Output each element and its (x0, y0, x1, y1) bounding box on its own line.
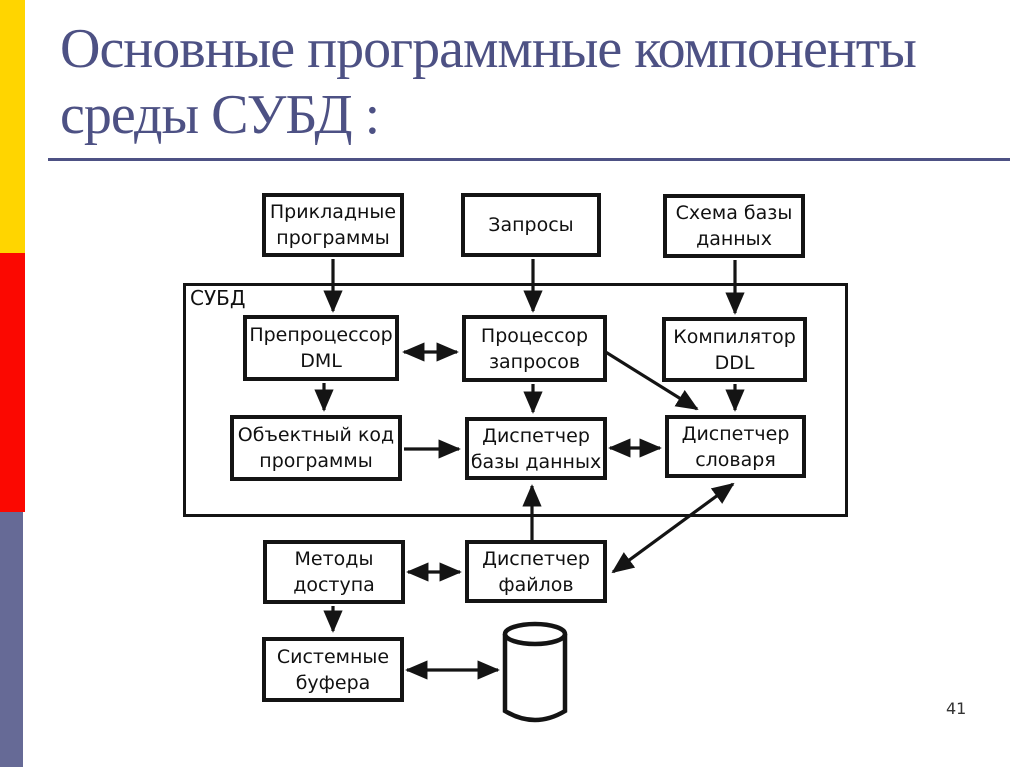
node-label: Диспетчер (681, 422, 790, 445)
node-app-programs: Прикладные программы (262, 193, 404, 257)
node-dictionary-manager: Диспетчер словаря (665, 415, 806, 478)
node-label: Процессор (480, 324, 589, 347)
dbms-container-box (183, 283, 848, 517)
node-label: Объектный код (237, 424, 395, 446)
node-label: DDL (714, 351, 755, 374)
node-dml-preprocessor: Препроцессор DML (243, 315, 399, 381)
accent-bar-purple (0, 512, 23, 767)
node-query-processor: Процессор запросов (462, 315, 607, 382)
node-label: запросов (488, 350, 581, 373)
node-label: буфера (295, 671, 371, 694)
node-label: программы (276, 227, 390, 249)
accent-bar-red (0, 253, 25, 512)
node-label: базы данных (470, 450, 602, 473)
node-label: Методы (294, 548, 374, 570)
node-system-buffers: Системные буфера (262, 637, 404, 702)
node-queries: Запросы (461, 193, 601, 257)
node-db-manager: Диспетчер базы данных (465, 417, 607, 480)
slide-title-line1: Основные программные компоненты (60, 18, 917, 80)
node-label: Диспетчер (482, 547, 590, 570)
slide-title: Основные программные компоненты среды СУ… (60, 16, 980, 148)
node-db-schema: Схема базы данных (663, 194, 805, 258)
node-label: программы (259, 450, 373, 472)
page-number: 41 (946, 699, 967, 718)
node-label: Запросы (488, 214, 574, 236)
node-label: данных (696, 228, 772, 250)
node-ddl-compiler: Компилятор DDL (662, 317, 807, 382)
node-label: словаря (695, 448, 776, 471)
node-label: Препроцессор (249, 324, 393, 346)
node-label: Диспетчер (482, 424, 590, 447)
node-object-code: Объектный код программы (230, 415, 402, 481)
title-divider (48, 158, 1010, 161)
node-label: Компилятор (673, 325, 796, 348)
node-file-manager: Диспетчер файлов (465, 540, 607, 603)
node-label: DML (300, 350, 342, 372)
node-access-methods: Методы доступа (263, 540, 405, 604)
slide-title-line2: среды СУБД : (60, 84, 380, 146)
node-label: файлов (498, 573, 574, 596)
accent-bar-yellow (0, 0, 25, 253)
node-label: доступа (293, 574, 375, 596)
node-label: Прикладные (269, 201, 397, 223)
database-cylinder-icon (502, 621, 568, 723)
dbms-container-label: СУБД (190, 286, 246, 310)
node-label: Системные (276, 645, 390, 668)
node-label: Схема базы (675, 202, 793, 224)
